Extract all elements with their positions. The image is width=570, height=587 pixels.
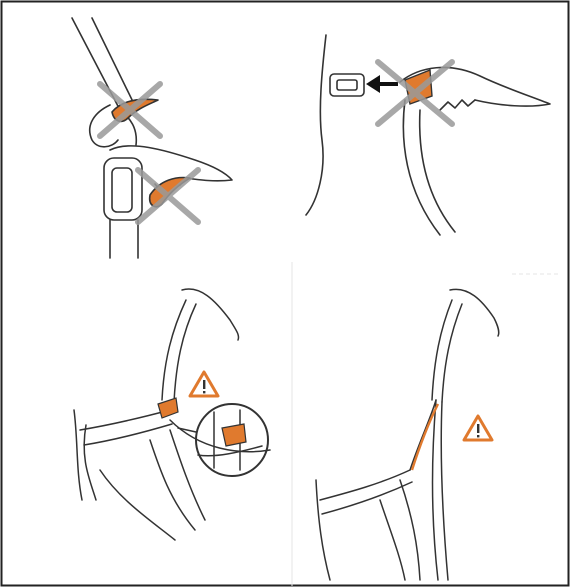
orange-trigger-inset <box>222 424 246 446</box>
